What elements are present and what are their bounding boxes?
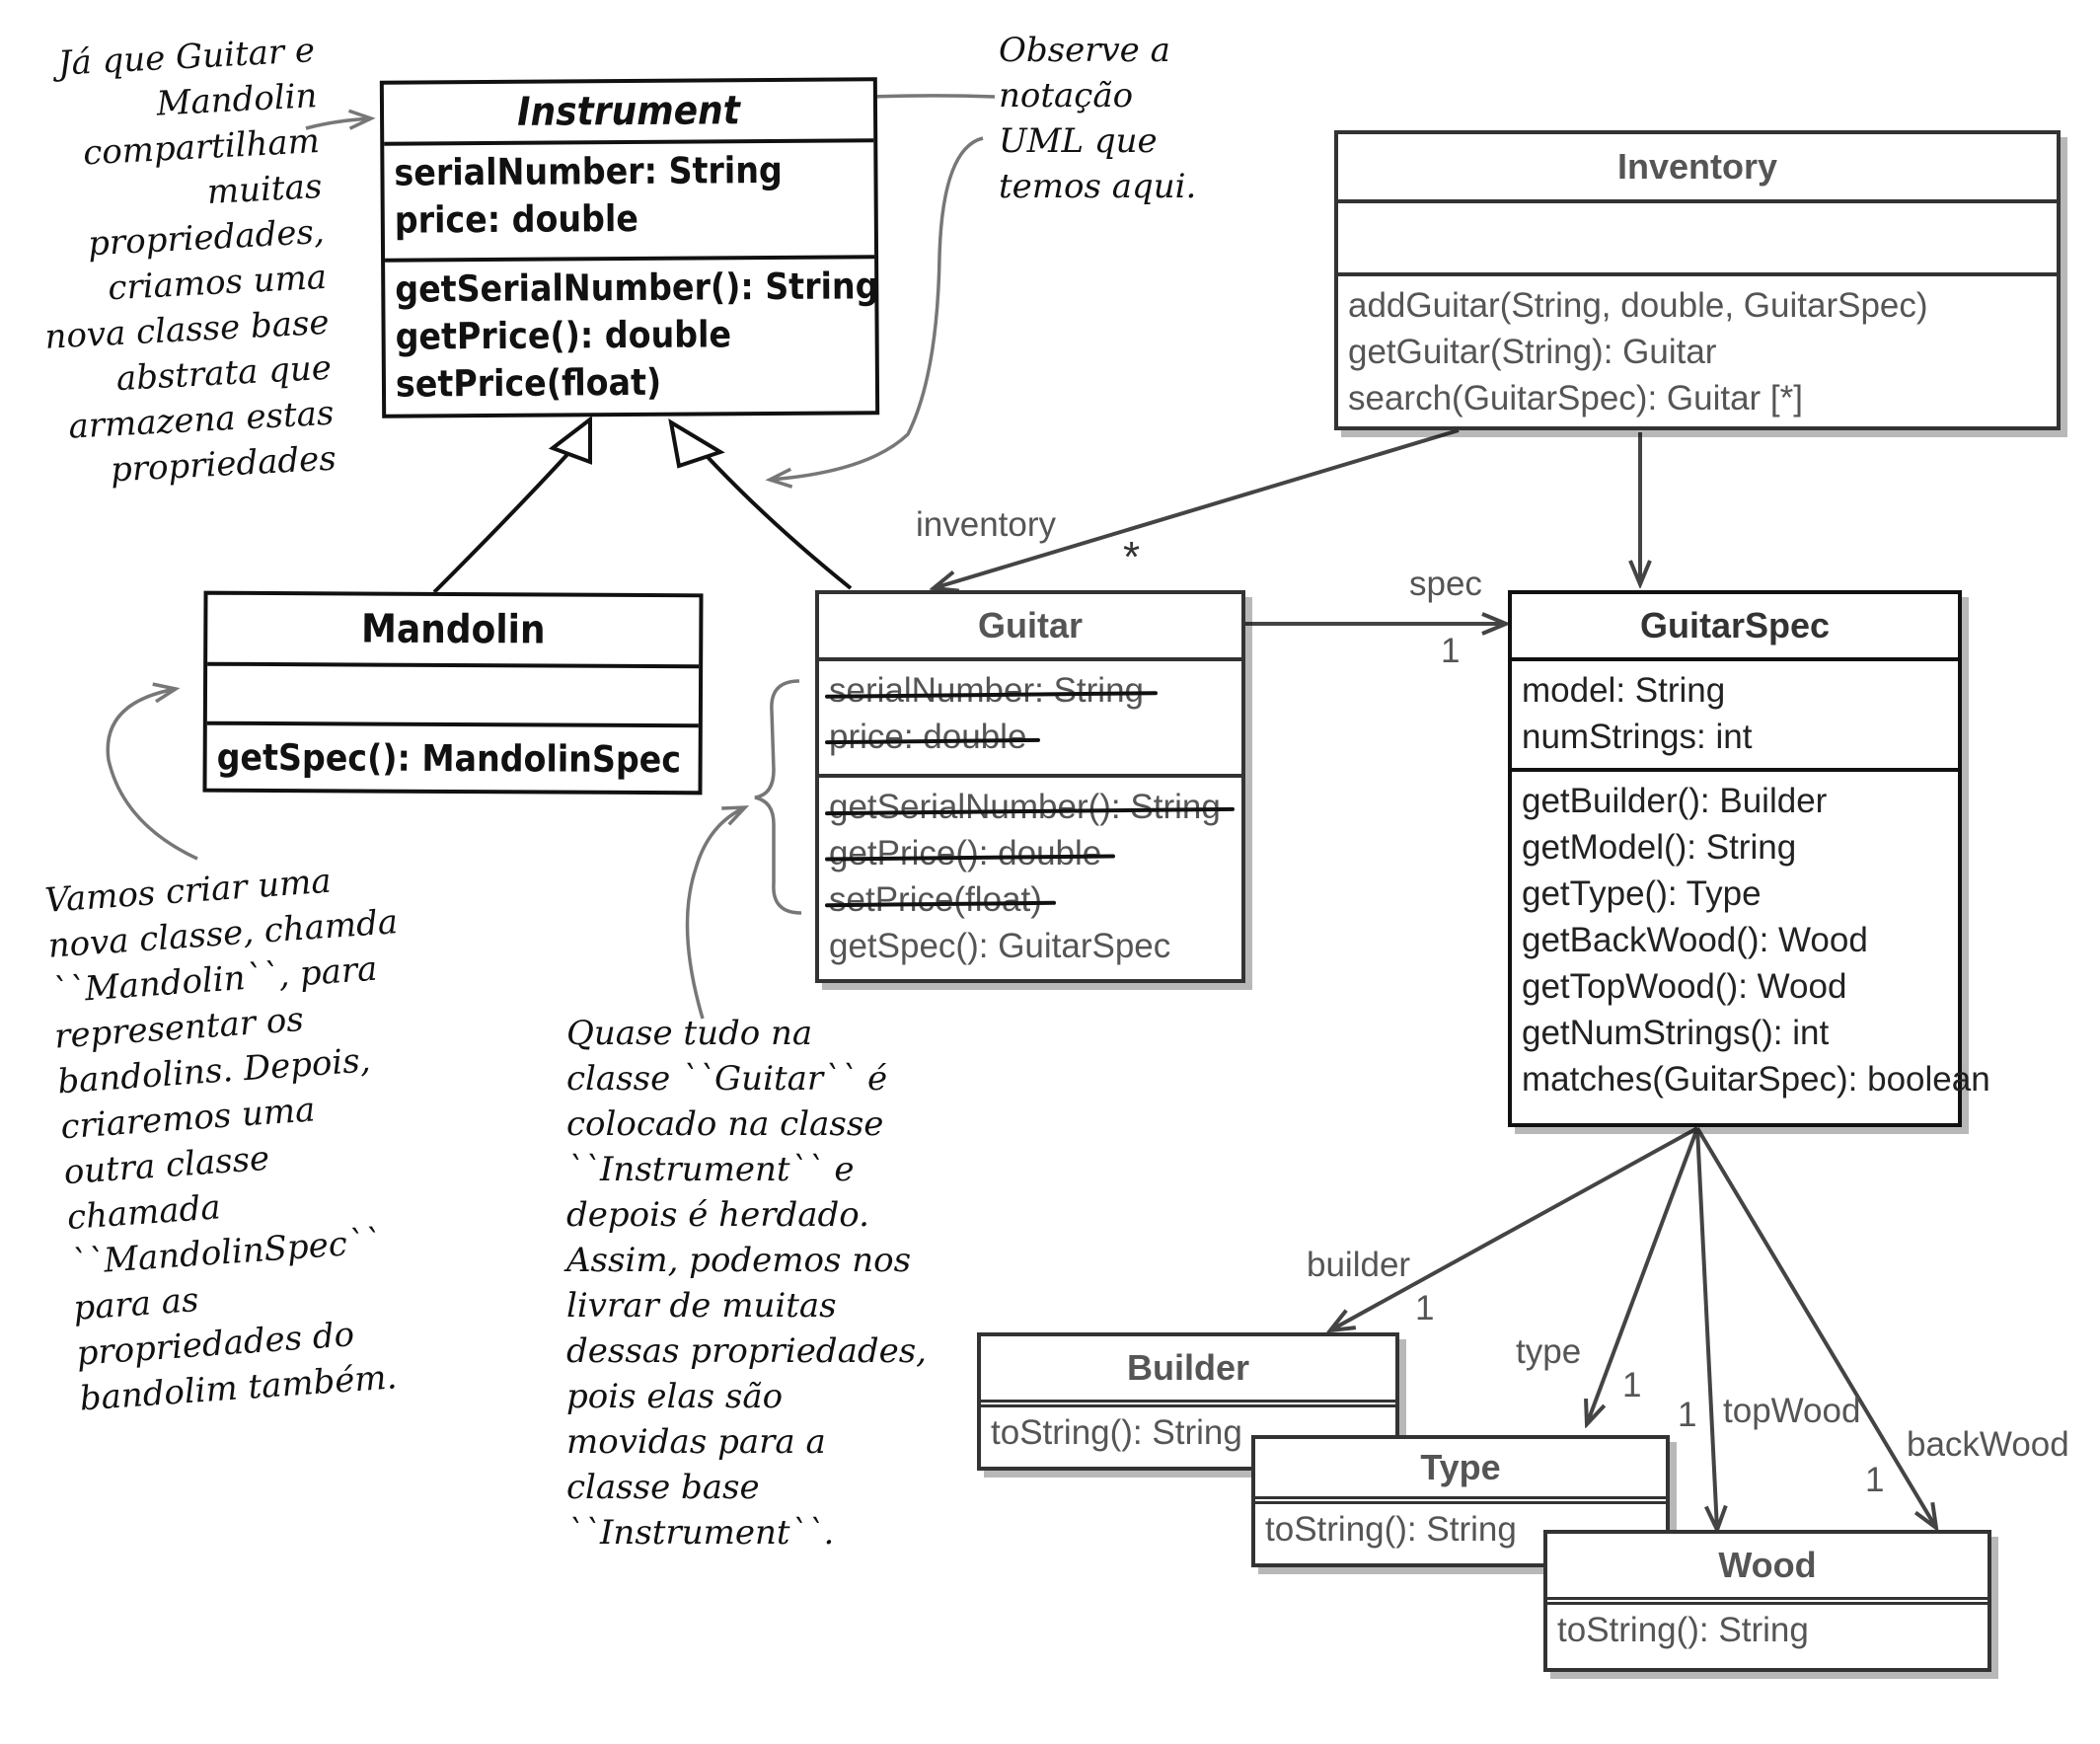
- note-base-class: Já que Guitar e Mandolin compartilham mu…: [43, 31, 338, 491]
- class-instrument-method: getSerialNumber(): String: [395, 265, 879, 311]
- label-backwood-multiplicity: 1: [1865, 1461, 1885, 1499]
- class-guitar-method: getSpec(): GuitarSpec: [829, 927, 1171, 965]
- class-type-method: toString(): String: [1265, 1510, 1517, 1549]
- class-inventory-methods: addGuitar(String, double, GuitarSpec) ge…: [1338, 276, 2057, 427]
- class-inventory-name: Inventory: [1338, 134, 2057, 203]
- class-guitarspec-method: getBuilder(): Builder: [1522, 782, 1828, 820]
- class-guitar: Guitar serialNumber: String price: doubl…: [815, 590, 1245, 983]
- label-builder: builder: [1307, 1246, 1411, 1284]
- class-instrument-attribute: serialNumber: String: [394, 148, 783, 194]
- class-mandolin-attributes: [206, 665, 700, 728]
- class-inventory-attributes: [1338, 203, 2057, 276]
- class-builder-method: toString(): String: [991, 1413, 1242, 1452]
- class-guitarspec-attribute: numStrings: int: [1522, 718, 1753, 756]
- class-guitarspec-method: getModel(): String: [1522, 828, 1797, 867]
- class-guitar-removed-method: setPrice(float): [829, 876, 1042, 923]
- label-topwood: topWood: [1723, 1392, 1861, 1430]
- class-instrument: Instrument serialNumber: String price: d…: [379, 77, 880, 418]
- label-spec-multiplicity: 1: [1441, 632, 1461, 670]
- class-guitarspec-method: getType(): Type: [1522, 874, 1762, 913]
- class-wood-method: toString(): String: [1557, 1611, 1809, 1649]
- class-guitar-removed-attribute: price: double: [829, 714, 1026, 760]
- class-guitar-methods: getSerialNumber(): String getPrice(): do…: [819, 778, 1241, 975]
- class-inventory-method: getGuitar(String): Guitar: [1348, 333, 1717, 371]
- class-wood: Wood toString(): String: [1543, 1530, 1991, 1672]
- class-guitarspec-methods: getBuilder(): Builder getModel(): String…: [1512, 772, 1990, 1108]
- label-inventory: inventory: [916, 505, 1057, 544]
- label-topwood-multiplicity: 1: [1678, 1396, 1697, 1434]
- class-guitarspec-method: getBackWood(): Wood: [1522, 921, 1868, 959]
- note-mandolin: Vamos criar uma nova classe, chamda ``Ma…: [43, 861, 400, 1419]
- label-spec: spec: [1409, 565, 1482, 603]
- label-backwood: backWood: [1907, 1425, 2069, 1464]
- class-inventory: Inventory addGuitar(String, double, Guit…: [1334, 130, 2061, 430]
- class-guitarspec-method: getTopWood(): Wood: [1522, 967, 1847, 1006]
- note-uml: Observe a notação UML que temos aqui.: [999, 31, 1197, 206]
- generalization-line-guitar: [705, 454, 853, 590]
- class-guitarspec-attributes: model: String numStrings: int: [1512, 661, 1958, 772]
- class-guitar-removed-attribute: serialNumber: String: [829, 667, 1144, 714]
- class-guitarspec-name: GuitarSpec: [1512, 594, 1958, 661]
- association-backwood: [1695, 1126, 1936, 1528]
- class-guitarspec: GuitarSpec model: String numStrings: int…: [1508, 590, 1990, 1127]
- class-guitar-removed-method: getPrice(): double: [829, 830, 1101, 876]
- class-instrument-method: setPrice(float): [395, 360, 662, 406]
- note-arrow-uml-generalization: [765, 136, 984, 489]
- note-guitar: Quase tudo na classe ``Guitar`` é coloca…: [566, 1014, 927, 1553]
- label-inventory-multiplicity: *: [1123, 533, 1141, 581]
- class-guitar-attributes: serialNumber: String price: double: [819, 661, 1241, 778]
- generalization-triangle-mandolin: [548, 415, 592, 465]
- class-guitarspec-attribute: model: String: [1522, 671, 1726, 710]
- class-guitar-name: Guitar: [819, 594, 1241, 661]
- association-builder: [1330, 1126, 1698, 1330]
- class-instrument-name: Instrument: [383, 81, 874, 146]
- class-instrument-method: getPrice(): double: [395, 313, 732, 358]
- class-guitar-removed-method: getSerialNumber(): String: [829, 784, 1221, 830]
- note-arrow-guitar: [685, 805, 750, 1020]
- class-builder: Builder toString(): String: [977, 1332, 1399, 1471]
- class-builder-methods: toString(): String: [981, 1407, 1395, 1462]
- class-inventory-method: search(GuitarSpec): Guitar [*]: [1348, 379, 1803, 417]
- class-instrument-attribute: price: double: [394, 196, 639, 242]
- class-guitarspec-method: matches(GuitarSpec): boolean: [1522, 1060, 1990, 1099]
- class-type-methods: toString(): String: [1255, 1504, 1666, 1558]
- association-type: [1587, 1127, 1699, 1424]
- note-arrow-mandolin: [106, 682, 198, 861]
- class-mandolin: Mandolin getSpec(): MandolinSpec: [202, 590, 704, 796]
- label-builder-multiplicity: 1: [1415, 1289, 1435, 1327]
- class-mandolin-method: getSpec(): MandolinSpec: [216, 735, 682, 782]
- association-inventory-guitar: [934, 428, 1460, 588]
- class-builder-name: Builder: [981, 1336, 1395, 1407]
- generalization-triangle-guitar: [668, 418, 725, 469]
- label-type: type: [1516, 1332, 1582, 1371]
- note-arrow-base-class: [305, 109, 376, 130]
- generalization-line-mandolin: [432, 447, 574, 594]
- association-topwood: [1695, 1127, 1717, 1530]
- class-guitarspec-method: getNumStrings(): int: [1522, 1014, 1830, 1052]
- class-mandolin-name: Mandolin: [207, 594, 700, 669]
- guitar-members-brace: [754, 679, 802, 915]
- class-wood-methods: toString(): String: [1547, 1605, 1988, 1659]
- label-type-multiplicity: 1: [1622, 1366, 1642, 1404]
- class-wood-name: Wood: [1547, 1534, 1988, 1605]
- class-instrument-attributes: serialNumber: String price: double: [384, 142, 875, 263]
- class-mandolin-methods: getSpec(): MandolinSpec: [206, 725, 698, 794]
- class-instrument-methods: getSerialNumber(): String getPrice(): do…: [385, 259, 879, 412]
- class-inventory-method: addGuitar(String, double, GuitarSpec): [1348, 286, 1928, 325]
- class-type-name: Type: [1255, 1439, 1666, 1504]
